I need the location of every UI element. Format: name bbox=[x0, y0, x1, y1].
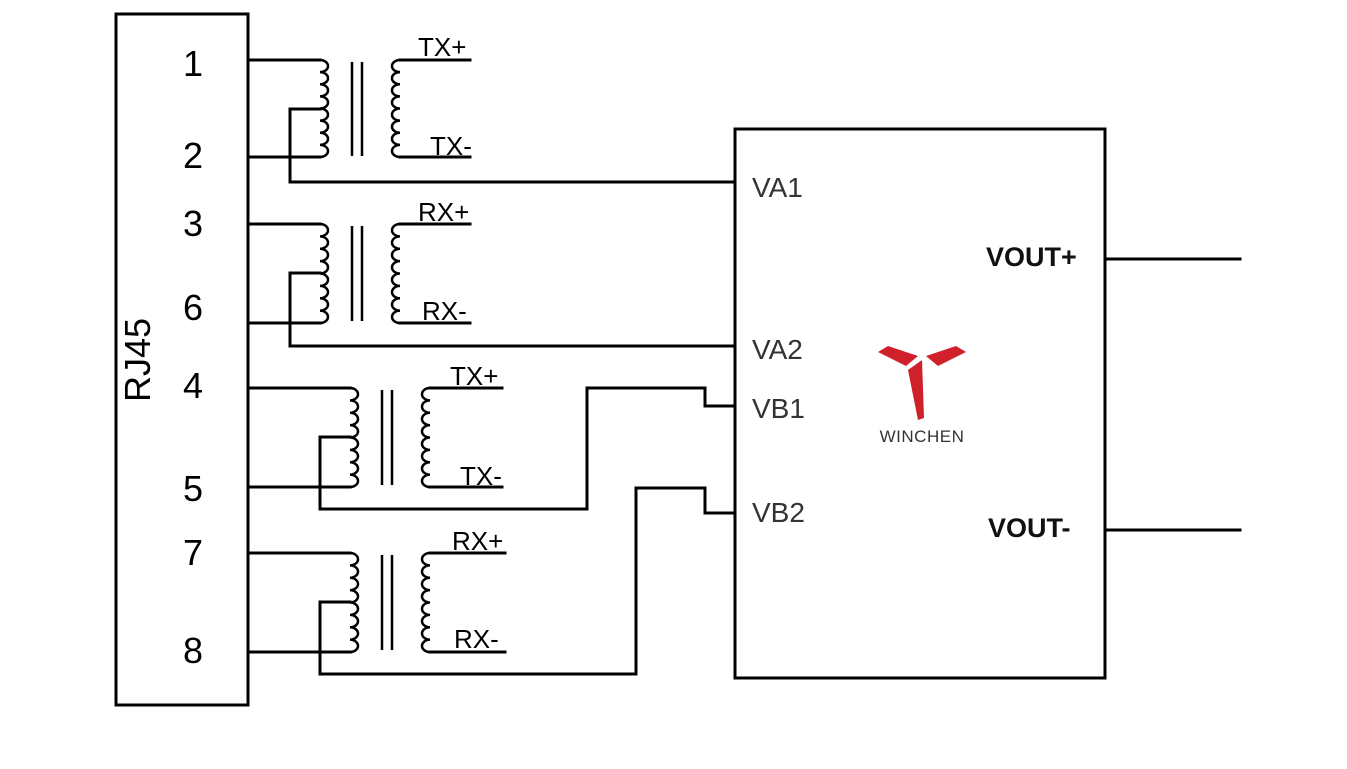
pin-label-4: 4 bbox=[183, 365, 203, 406]
rj45-connector bbox=[114, 12, 250, 707]
transformer-2: RX+ RX- bbox=[246, 197, 737, 348]
logo-text: WINCHEN bbox=[880, 427, 965, 446]
rj45-label: RJ45 bbox=[117, 318, 158, 402]
va1-label: VA1 bbox=[752, 172, 803, 203]
poe-module-block bbox=[733, 127, 1107, 680]
rx-minus-label: RX- bbox=[422, 296, 467, 326]
transformer-3: TX+ TX- bbox=[246, 361, 737, 511]
tx-plus-label: TX+ bbox=[418, 32, 466, 62]
va2-label: VA2 bbox=[752, 334, 803, 365]
tx-minus-label: TX- bbox=[430, 131, 472, 161]
rx-plus-label: RX+ bbox=[418, 197, 469, 227]
secondary-coil bbox=[390, 58, 401, 159]
secondary-coil bbox=[420, 386, 431, 489]
center-tap-wire-va1 bbox=[288, 107, 737, 184]
center-tap-wire-vb1 bbox=[318, 386, 737, 511]
transformer-1: TX+ TX- bbox=[246, 32, 737, 184]
vb1-label: VB1 bbox=[752, 393, 805, 424]
logo-left-wing bbox=[878, 346, 918, 366]
pin-label-3: 3 bbox=[183, 203, 203, 244]
pin-label-5: 5 bbox=[183, 468, 203, 509]
secondary-coil bbox=[390, 222, 401, 325]
pin-label-2: 2 bbox=[183, 135, 203, 176]
vout-plus-label: VOUT+ bbox=[986, 242, 1077, 272]
vb2-label: VB2 bbox=[752, 497, 805, 528]
center-tap-wire-va2 bbox=[288, 271, 737, 348]
pin-label-8: 8 bbox=[183, 630, 203, 671]
secondary-coil bbox=[420, 551, 431, 654]
center-tap-wire-vb2 bbox=[318, 486, 737, 676]
rx-plus-label: RX+ bbox=[452, 526, 503, 556]
tx-minus-label: TX- bbox=[460, 461, 502, 491]
logo-stem bbox=[908, 360, 924, 420]
rx-minus-label: RX- bbox=[454, 624, 499, 654]
pin-label-7: 7 bbox=[183, 532, 203, 573]
pin-label-1: 1 bbox=[183, 43, 203, 84]
logo-right-wing bbox=[926, 346, 966, 366]
tx-plus-label: TX+ bbox=[450, 361, 498, 391]
transformer-4: RX+ RX- bbox=[246, 486, 737, 676]
vout-minus-label: VOUT- bbox=[988, 513, 1071, 543]
winchen-logo: WINCHEN bbox=[878, 346, 966, 446]
pin-label-6: 6 bbox=[183, 287, 203, 328]
